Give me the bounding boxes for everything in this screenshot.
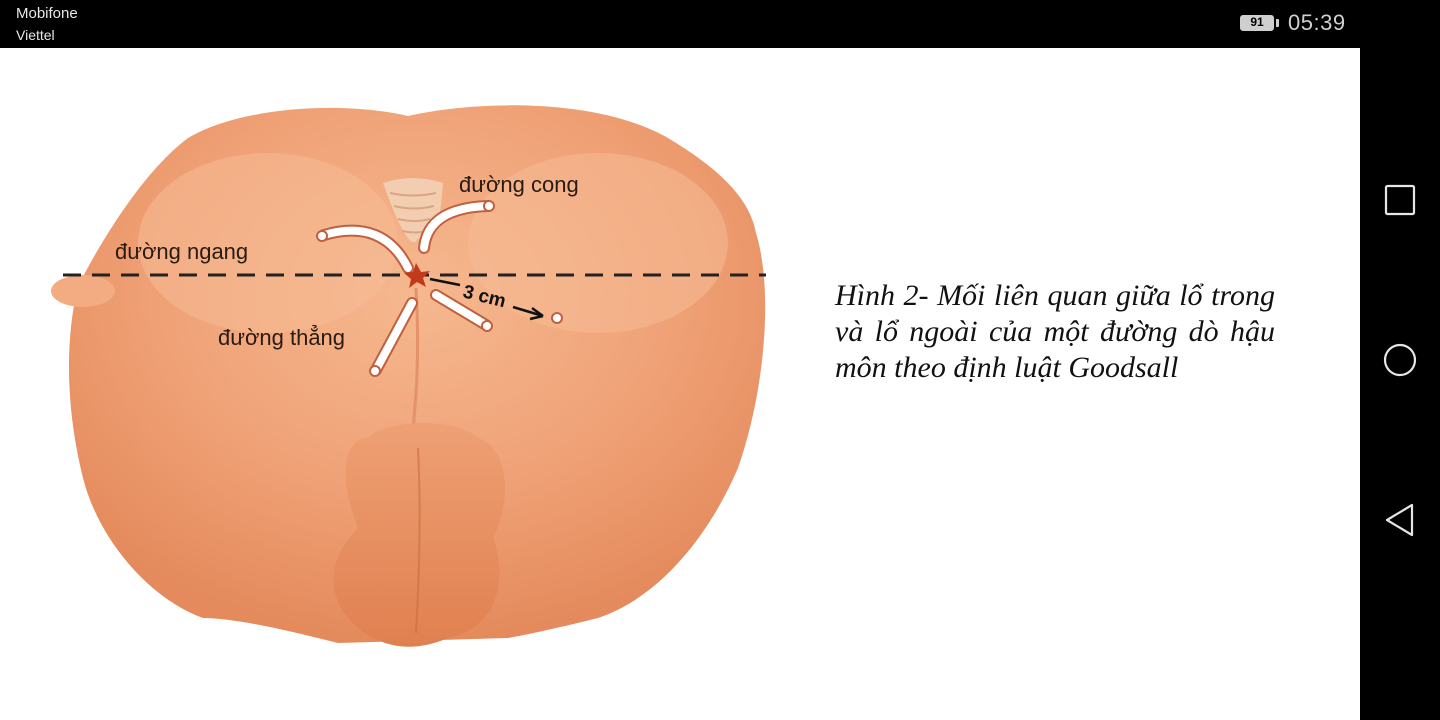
battery-icon: 91 [1240,15,1274,31]
anatomy-illustration: đường cong đường ngang đường thẳng 3 cm [38,58,790,698]
back-button[interactable] [1382,502,1418,538]
home-icon [1383,343,1417,377]
clock: 05:39 [1288,10,1346,35]
battery-level: 91 [1250,15,1264,29]
status-bar: Mobifone Viettel 91 05:39 [0,0,1360,48]
recent-apps-icon [1384,184,1416,216]
label-straight: đường thẳng [218,325,345,350]
goodsall-diagram: đường cong đường ngang đường thẳng 3 cm [51,105,766,647]
back-icon [1385,503,1414,537]
thigh-edge [51,275,115,307]
slide-content: đường cong đường ngang đường thẳng 3 cm … [0,48,1360,720]
label-horizontal: đường ngang [115,239,248,264]
figure-caption: Hình 2- Mối liên quan giữa lổ trong và l… [835,279,1275,384]
home-button[interactable] [1382,342,1418,378]
carrier-name-2: Viettel [16,27,55,43]
carrier-name-1: Mobifone [16,5,78,22]
battery-tip [1276,19,1279,27]
scrotum [333,423,505,647]
label-curved: đường cong [459,172,579,197]
anus-marker [404,263,430,288]
recent-apps-button[interactable] [1382,182,1418,218]
navigation-bar [1360,0,1440,720]
fistula-tracts [318,200,494,376]
